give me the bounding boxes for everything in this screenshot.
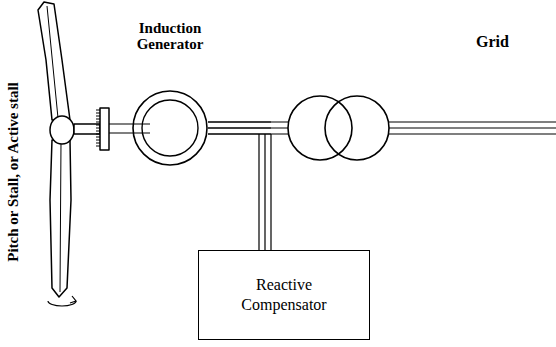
- blade-line: [47, 6, 58, 118]
- gear-tooth: [96, 110, 100, 111]
- transformer-winding: [288, 96, 352, 160]
- gear-tooth: [96, 137, 100, 138]
- rotation-arrow: [48, 301, 76, 306]
- generator-shaft: [109, 123, 150, 124]
- gear-tooth: [96, 128, 100, 129]
- shaft: [74, 124, 100, 134]
- gear-tooth: [96, 143, 100, 144]
- control-method-label: Pitch or Stall, or Active stall: [4, 82, 22, 261]
- blade: [38, 2, 70, 120]
- feeder-line: [208, 122, 271, 250]
- gear-tooth: [96, 134, 100, 135]
- generator-symbol: [132, 90, 208, 166]
- gear-tooth: [96, 113, 100, 114]
- component-heading: Induction Generator: [122, 20, 218, 52]
- blade-line: [60, 142, 61, 292]
- gear-tooth: [96, 140, 100, 141]
- gear-tooth: [96, 131, 100, 132]
- stator-ring: [133, 91, 207, 165]
- transformer-winding: [325, 96, 389, 160]
- gear-tooth: [96, 116, 100, 117]
- grid-line: [389, 127, 556, 128]
- feeder-connector: [208, 122, 271, 250]
- blade: [50, 140, 71, 297]
- gear-tooth: [96, 122, 100, 123]
- box-text: Reactive Compensator: [234, 275, 334, 315]
- grid-line: [389, 133, 556, 134]
- generator-shaft: [109, 132, 150, 133]
- component-box: Reactive Compensator: [198, 250, 370, 340]
- induction-generator: Induction Generator: [132, 90, 208, 166]
- gearbox: [100, 108, 109, 150]
- gear-tooth: [96, 125, 100, 126]
- grid-label: Grid: [476, 33, 509, 51]
- grid-line: [389, 121, 556, 122]
- gear-tooth: [96, 119, 100, 120]
- hub: [50, 116, 74, 144]
- arrow-head: [70, 296, 76, 303]
- rotor-ring: [142, 100, 198, 156]
- gear-tooth: [96, 146, 100, 147]
